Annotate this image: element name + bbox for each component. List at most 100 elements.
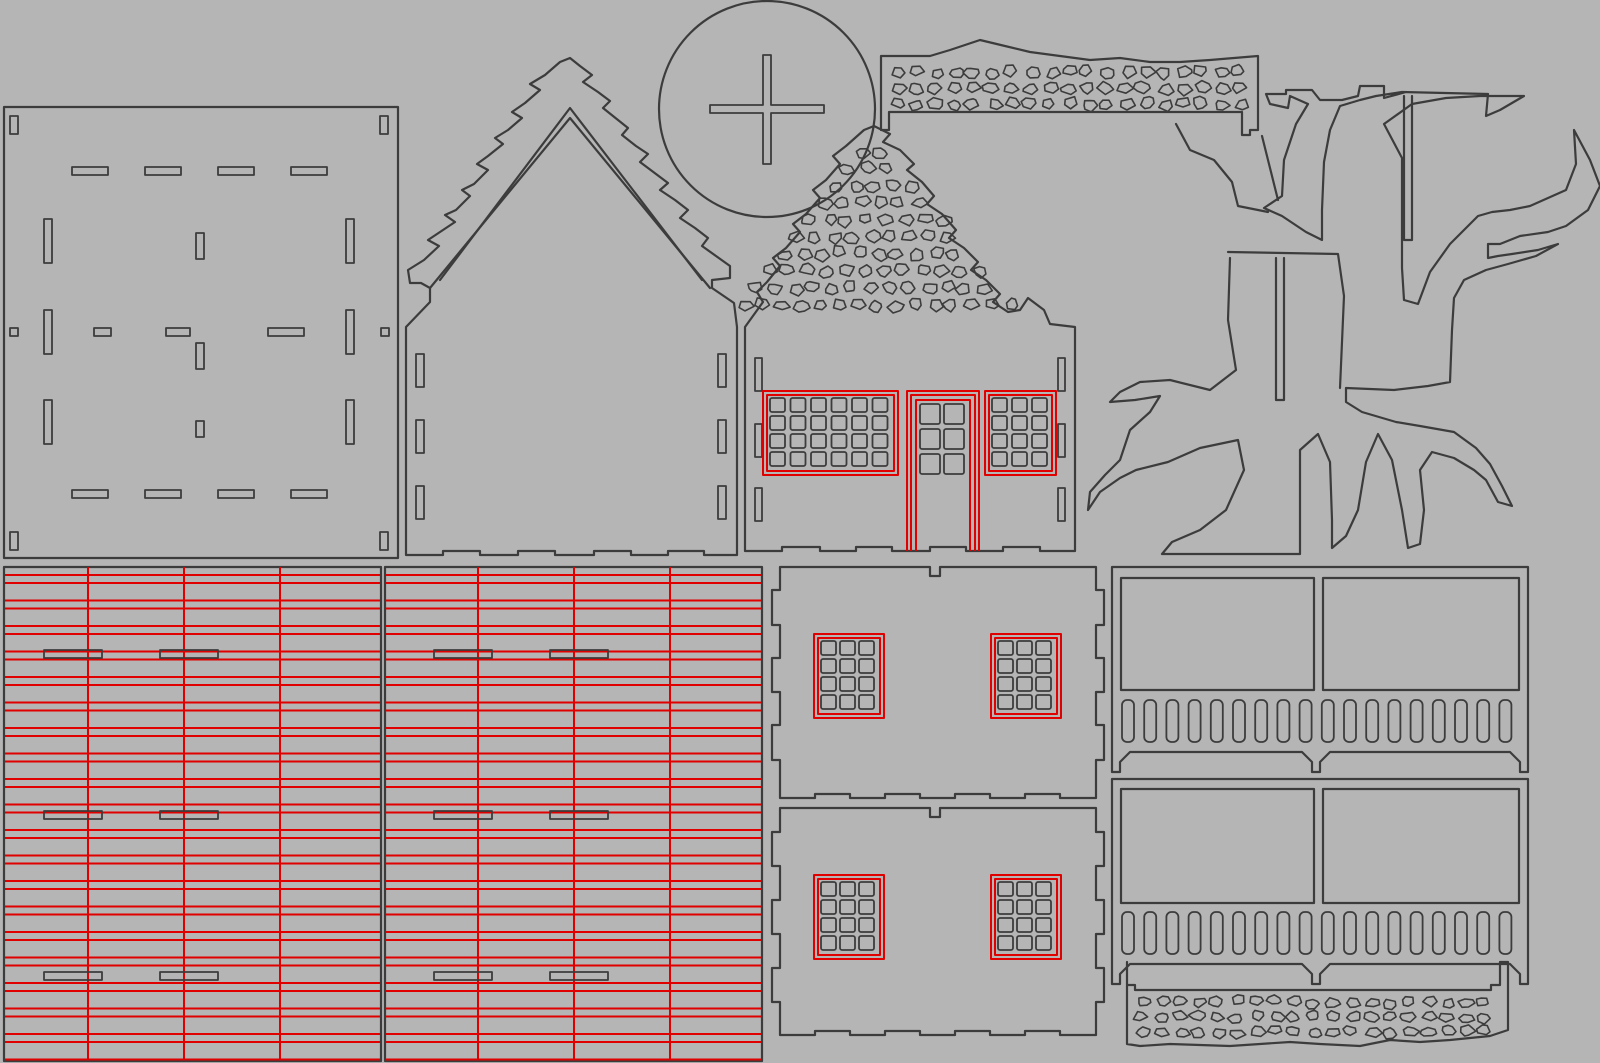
lace-hole (1004, 96, 1021, 110)
window-pane (769, 433, 786, 449)
window-pane (991, 397, 1008, 413)
lace-hole (1215, 82, 1232, 96)
lace-hole (1324, 996, 1342, 1009)
baluster-slot (1232, 699, 1246, 743)
window-pane (820, 899, 837, 915)
lace-hole (922, 283, 938, 295)
lace-hole (941, 279, 956, 293)
lace-hole (1421, 1010, 1438, 1022)
lace-hole (908, 297, 922, 311)
window-pane (769, 397, 786, 413)
roof-panel-left (2, 565, 383, 1063)
window-pane (820, 640, 837, 656)
lace-hole (900, 229, 918, 242)
lace-hole (1326, 1010, 1341, 1022)
lace-hole (881, 281, 898, 295)
lace-hole (1346, 997, 1362, 1009)
lace-hole (1438, 1012, 1455, 1023)
lace-hole (738, 300, 755, 312)
lace-hole (839, 263, 855, 277)
lace-hole (1078, 64, 1093, 78)
lace-hole (904, 180, 920, 194)
window-pane (789, 415, 807, 431)
lace-hole (889, 196, 904, 208)
baluster-slot (1187, 699, 1202, 743)
baluster-slot (1454, 699, 1468, 743)
window-pane (858, 899, 875, 915)
window-pane (839, 917, 856, 933)
window-pane (839, 694, 856, 710)
window-pane (997, 676, 1014, 692)
slot (549, 810, 609, 820)
lace-hole (863, 181, 881, 194)
lace-hole (1214, 67, 1231, 78)
lace-hole (893, 263, 910, 276)
window-pane (789, 451, 807, 467)
window-pane (1011, 451, 1028, 467)
lace-hole (1457, 998, 1476, 1009)
slot (267, 327, 305, 337)
slot (43, 309, 53, 355)
slot (217, 489, 255, 499)
side-wall-upper (770, 565, 1106, 800)
lace-hole (917, 264, 932, 276)
window-pane (1031, 451, 1048, 467)
window-pane (943, 428, 965, 450)
window-pane (1035, 935, 1052, 951)
window-pane (997, 694, 1014, 710)
slot (159, 810, 219, 820)
lace-hole (850, 298, 867, 311)
lace-hole (1140, 66, 1157, 79)
baluster-slot (1343, 911, 1357, 955)
slot (195, 342, 205, 370)
lace-hole (1226, 1013, 1243, 1024)
lace-hole (797, 248, 814, 261)
lace-hole (1099, 66, 1115, 80)
lace-hole (853, 245, 867, 258)
lace-hole (962, 67, 980, 80)
window-pane (851, 415, 868, 431)
baluster-slot (1232, 911, 1246, 955)
baluster-slot (1143, 699, 1158, 743)
lace-hole (1286, 995, 1303, 1007)
baluster-slot (1387, 699, 1402, 743)
lace-hole (778, 263, 796, 276)
baluster-slot (1476, 699, 1491, 743)
baluster-slot (1476, 911, 1491, 955)
lace-hole (947, 81, 963, 95)
lace-hole (909, 65, 926, 77)
lace-hole (891, 83, 908, 96)
slot (549, 649, 609, 659)
lace-hole (1158, 99, 1173, 113)
lace-hole (1189, 1026, 1206, 1039)
lace-hole (1002, 64, 1018, 78)
baluster-slot (1431, 911, 1446, 955)
lace-hole (1096, 80, 1115, 96)
lace-hole (832, 244, 847, 258)
window-pane (919, 428, 941, 450)
slot (433, 810, 493, 820)
window-pane (871, 433, 889, 449)
baluster-slot (1431, 699, 1446, 743)
window-pane (839, 676, 856, 692)
lace-hole (1116, 82, 1135, 94)
lace-hole (875, 265, 892, 278)
lace-hole (931, 68, 945, 80)
lace-hole (813, 299, 828, 311)
window-pane (997, 640, 1014, 656)
window-pane (810, 451, 827, 467)
lace-hole (871, 247, 888, 263)
lace-hole (801, 213, 816, 226)
lace-hole (854, 195, 872, 208)
slot (43, 810, 103, 820)
lace-hole (829, 182, 843, 193)
window-pane (1035, 676, 1052, 692)
lace-hole (1059, 83, 1077, 96)
lace-hole (763, 262, 779, 276)
lace-hole (868, 299, 883, 314)
window-pane (830, 451, 848, 467)
lace-hole (962, 98, 980, 111)
lace-hole (954, 282, 970, 296)
lace-hole (1364, 1027, 1384, 1039)
lace-fence-top (879, 38, 1260, 137)
